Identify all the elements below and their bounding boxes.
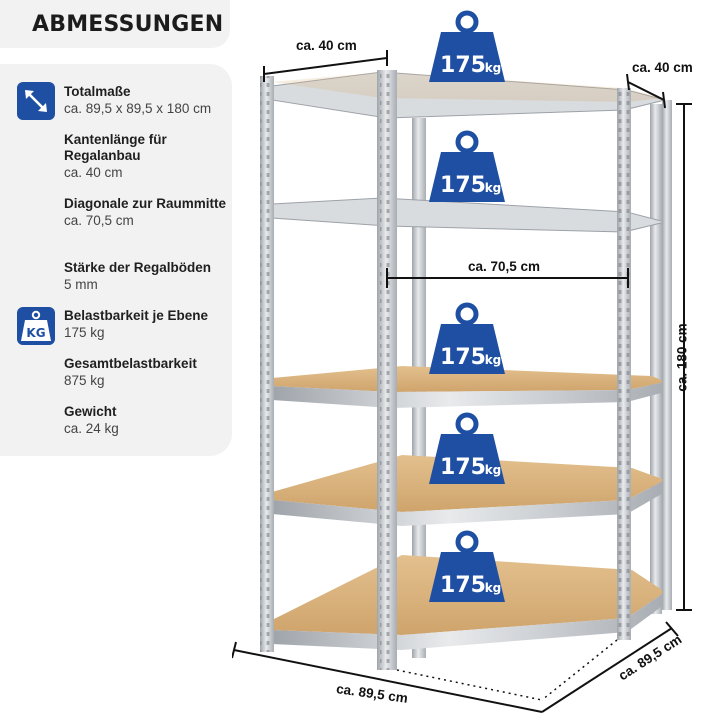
kg-icon-text: KG xyxy=(26,326,45,340)
badge-number: 175 xyxy=(440,573,486,598)
badge-unit: kg xyxy=(485,463,502,477)
spec-total-load: Gesamtbelastbarkeit 875 kg xyxy=(64,356,229,389)
shelf-illustration: 175 kg 175 kg 175 kg 175 kg 175 kg ca. xyxy=(232,0,707,720)
spec-weight: Gewicht ca. 24 kg xyxy=(64,404,229,437)
weight-badge-3: 175 kg xyxy=(429,302,505,374)
weight-badge-5: 175 kg xyxy=(429,10,505,82)
shelf-5 xyxy=(271,71,666,119)
dim-height: ca. 180 cm xyxy=(674,323,690,392)
spec-label: Gewicht xyxy=(64,404,117,419)
spec-value: 175 kg xyxy=(64,325,105,340)
badge-number: 175 xyxy=(440,455,486,480)
spec-edge-length: Kantenlänge für Regalanbau ca. 40 cm xyxy=(64,132,229,181)
badge-unit: kg xyxy=(485,581,502,595)
dimension-lines xyxy=(232,50,692,713)
dim-diagonal: ca. 70,5 cm xyxy=(468,259,541,274)
badge-number: 175 xyxy=(440,345,486,370)
title-panel: ABMESSUNGEN xyxy=(0,0,230,48)
diagonal-arrow-icon xyxy=(17,82,55,120)
badge-unit: kg xyxy=(485,61,502,75)
back-right-post xyxy=(650,104,662,614)
spec-value: ca. 24 kg xyxy=(64,421,119,436)
weight-badge-1: 175 kg xyxy=(429,530,505,602)
weight-badge-2: 175 kg xyxy=(429,412,505,484)
spec-total-dimensions: Totalmaße ca. 89,5 x 89,5 x 180 cm xyxy=(64,84,229,117)
spec-value: 875 kg xyxy=(64,373,105,388)
dim-top-edge: ca. 40 cm xyxy=(296,38,357,53)
spec-label: Belastbarkeit je Ebene xyxy=(64,308,209,323)
spec-label: Totalmaße xyxy=(64,84,131,99)
spec-value: ca. 70,5 cm xyxy=(64,213,134,228)
badge-number: 175 xyxy=(440,173,486,198)
spec-value: ca. 40 cm xyxy=(64,165,123,180)
spec-label: Diagonale zur Raummitte xyxy=(64,196,227,211)
spec-label: Stärke der Regalböden xyxy=(64,260,212,275)
spec-value: ca. 89,5 x 89,5 x 180 cm xyxy=(64,101,212,116)
shelf-4 xyxy=(271,197,666,233)
right-post xyxy=(662,100,672,610)
shelf-3 xyxy=(272,366,665,408)
spec-label: Kantenlänge für Regalanbau xyxy=(64,132,167,163)
badge-unit: kg xyxy=(485,181,502,195)
spec-load-per-shelf: Belastbarkeit je Ebene 175 kg xyxy=(64,308,229,341)
page-title: ABMESSUNGEN xyxy=(32,11,224,37)
specs-panel: KG Totalmaße ca. 89,5 x 89,5 x 180 cm Ka… xyxy=(0,64,232,456)
dashed-guides xyxy=(396,639,618,701)
badge-number: 175 xyxy=(440,53,486,78)
spec-diagonal: Diagonale zur Raummitte ca. 70,5 cm xyxy=(64,196,229,229)
weight-kg-icon: KG xyxy=(17,307,55,345)
weight-badge-4: 175 kg xyxy=(429,130,505,202)
spec-value: 5 mm xyxy=(64,277,98,292)
spec-label: Gesamtbelastbarkeit xyxy=(64,356,197,371)
badge-unit: kg xyxy=(485,353,502,367)
spec-shelf-thickness: Stärke der Regalböden 5 mm xyxy=(64,260,229,293)
dim-right-edge: ca. 40 cm xyxy=(632,60,693,75)
